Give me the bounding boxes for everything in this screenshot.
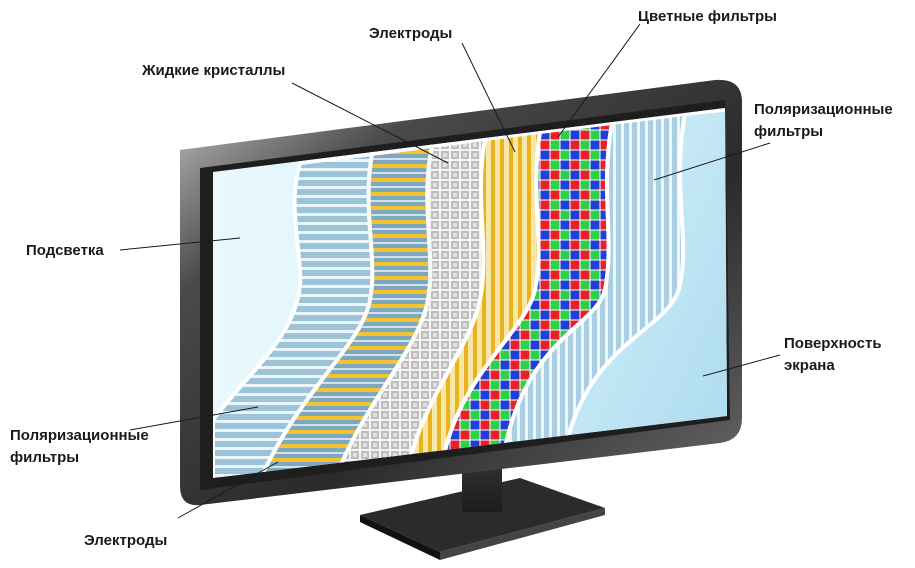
label-polarizer-right-1: Поляризационные <box>754 101 893 118</box>
label-backlight: Подсветка <box>26 242 104 259</box>
label-electrodes-bottom: Электроды <box>84 532 167 549</box>
label-liquid-crystals: Жидкие кристаллы <box>141 62 285 79</box>
label-polarizer-left-2: фильтры <box>10 449 79 466</box>
leader-electrodes-top <box>461 42 516 153</box>
label-color-filters: Цветные фильтры <box>638 8 777 25</box>
labels: Подсветка Поляризационные фильтры Электр… <box>10 8 893 549</box>
screen-surface-layer <box>557 108 727 478</box>
leader-polarizer-right <box>653 142 771 181</box>
leader-lines <box>119 23 781 519</box>
lcd-layers <box>213 108 727 478</box>
leader-backlight <box>119 237 241 251</box>
leader-liquid-crystals <box>291 82 449 164</box>
label-polarizer-left-1: Поляризационные <box>10 427 149 444</box>
label-screen-surface-1: Поверхность <box>784 335 882 352</box>
leader-polarizer-left <box>129 406 259 431</box>
leader-screen-surface <box>702 354 781 377</box>
leader-color-filters <box>557 23 641 138</box>
label-electrodes-top: Электроды <box>369 25 452 42</box>
label-polarizer-right-2: фильтры <box>754 123 823 140</box>
leader-electrodes-bottom <box>177 461 279 519</box>
label-screen-surface-2: экрана <box>784 357 835 374</box>
